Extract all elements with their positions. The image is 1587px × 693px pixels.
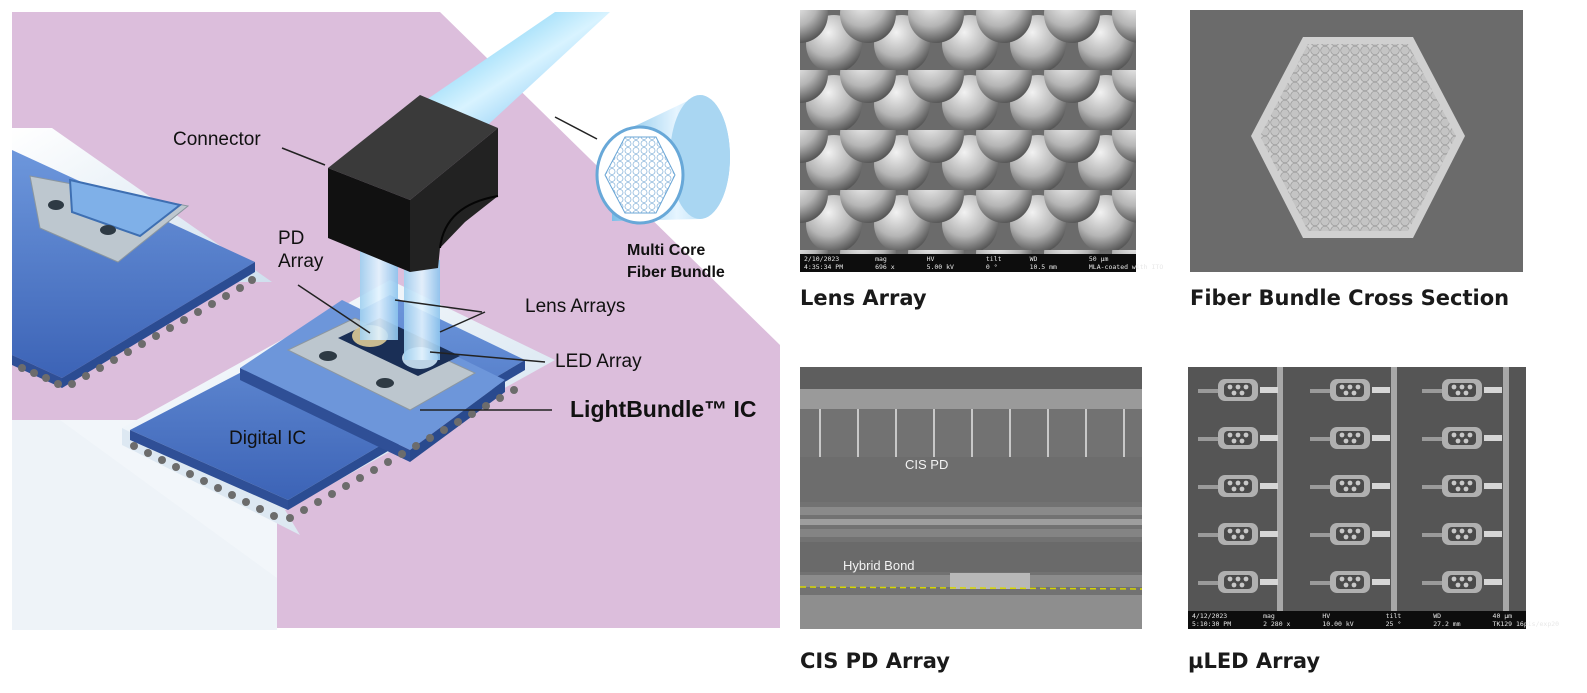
cis-pd-micrograph: CIS PD Hybrid Bond bbox=[799, 367, 1143, 629]
label-led-array: LED Array bbox=[555, 351, 642, 372]
uled-array-image bbox=[1188, 367, 1526, 611]
caption-fiber-bundle: Fiber Bundle Cross Section bbox=[1190, 286, 1510, 310]
label-lightbundle-ic: LightBundle™ IC bbox=[570, 396, 757, 422]
label-multi-core-fiber-bundle: Multi Core Fiber Bundle bbox=[627, 240, 725, 284]
fiber-cross-section bbox=[595, 95, 730, 225]
label-pd-array: PD Array bbox=[278, 227, 323, 273]
white-floor-top bbox=[12, 420, 277, 630]
callout-lines bbox=[281, 147, 552, 411]
label-pd-array-line2: Array bbox=[278, 251, 324, 272]
tag-cis-pd: CIS PD bbox=[905, 457, 949, 472]
label-connector: Connector bbox=[173, 129, 261, 150]
label-pd-array-line1: PD bbox=[278, 228, 305, 249]
tag-hybrid-bond: Hybrid Bond bbox=[843, 558, 915, 573]
fiber-bundle-image bbox=[1190, 10, 1523, 272]
caption-uled-array: µLED Array bbox=[1188, 649, 1321, 673]
diagram-illustration bbox=[12, 12, 780, 630]
label-multi-core-line2: Fiber Bundle bbox=[627, 264, 725, 281]
cis-pd-image bbox=[799, 367, 1143, 629]
left-board bbox=[12, 128, 272, 388]
label-multi-core-line1: Multi Core bbox=[627, 242, 706, 259]
solder-balls bbox=[18, 276, 518, 522]
label-lens-arrays: Lens Arrays bbox=[525, 296, 626, 317]
lens-array-image bbox=[800, 10, 1136, 254]
connector-block bbox=[328, 95, 499, 272]
caption-cis-pd-array: CIS PD Array bbox=[800, 649, 950, 673]
caption-lens-array: Lens Array bbox=[800, 286, 927, 310]
fiber-bundle-micrograph bbox=[1190, 10, 1523, 272]
label-digital-ic: Digital IC bbox=[229, 428, 307, 449]
lightbundle-diagram: Connector PD Array Multi Core Fiber Bund… bbox=[0, 0, 780, 688]
